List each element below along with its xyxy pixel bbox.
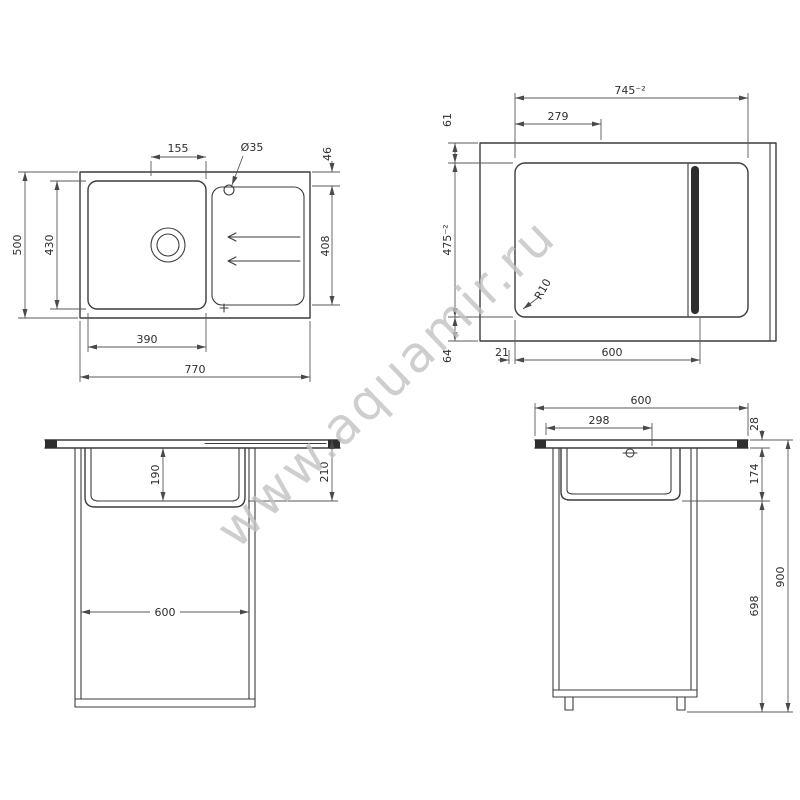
side-section-dimensions: 600 298 28 174 698 900 (534, 394, 793, 713)
dim-bowl-width: 390 (137, 333, 158, 346)
cutout-outline (514, 162, 749, 318)
dim-back-margin: 64 (441, 349, 454, 363)
drainboard-outline (211, 186, 305, 306)
dim-total-depth: 500 (11, 235, 24, 256)
dim-board-length: 408 (319, 236, 332, 257)
dim-to-floor: 698 (748, 596, 761, 617)
watermark: www.aquamir.ru (205, 207, 567, 560)
dim-front-cabinet-width: 600 (155, 606, 176, 619)
side-cabinet-walls (552, 447, 698, 691)
dim-front-margin: 61 (441, 113, 454, 127)
plan-dimensions: 155 Ø35 46 408 500 430 390 770 (11, 141, 340, 382)
dim-cabinet-depth: 600 (631, 394, 652, 407)
counter-left-cap (45, 439, 57, 448)
dim-cabinet-width: 600 (602, 346, 623, 359)
overflow-cross-mark (219, 303, 229, 313)
front-section-dimensions: 190 210 600 (81, 440, 338, 619)
dim-cut-width: 745⁻² (614, 84, 645, 97)
side-cabinet-bottom (552, 689, 698, 698)
bowl-section-inner (90, 447, 240, 502)
cabinet-walls (74, 447, 256, 700)
drain-inner-circle (156, 233, 180, 257)
cutout-view (479, 142, 777, 342)
worktop-outline (479, 142, 777, 342)
side-bowl-outer (560, 447, 681, 501)
dim-drain-diameter: Ø35 (241, 141, 264, 154)
dim-side-margin: 21 (495, 346, 509, 359)
side-counter-back-cap (737, 439, 748, 448)
dim-faucet-offset: 155 (168, 142, 189, 155)
dim-overall-depth: 210 (318, 462, 331, 483)
dim-total-height: 900 (774, 567, 787, 588)
cutout-rear-bar (691, 166, 699, 314)
side-bowl-inner (566, 447, 672, 495)
bowl-outline (87, 180, 207, 310)
side-section-view (534, 439, 749, 711)
dim-hole-offset: 279 (548, 110, 569, 123)
bowl-section-outer (84, 447, 246, 508)
dim-top-thickness: 28 (748, 417, 761, 431)
cabinet-bottom (74, 698, 256, 708)
dim-corner-radius: R10 (532, 277, 554, 302)
sink-outline (79, 171, 311, 319)
dim-total-width: 770 (185, 363, 206, 376)
dim-bowl-length: 430 (43, 235, 56, 256)
side-counter-front-cap (535, 439, 546, 448)
dim-rim-to-board: 46 (321, 147, 334, 161)
faucet-hole (223, 184, 235, 196)
cabinet-foot-back (676, 696, 686, 711)
drain-outer-circle (150, 227, 186, 263)
plan-view (79, 171, 311, 319)
dim-under-top: 174 (748, 464, 761, 485)
drainboard-groove-1 (227, 232, 301, 242)
cabinet-foot-front (564, 696, 574, 711)
drainboard-groove-2 (227, 256, 301, 266)
dim-cut-depth: 475⁻² (441, 224, 454, 255)
dim-bowl-depth: 190 (149, 465, 162, 486)
dim-drain-offset: 298 (589, 414, 610, 427)
